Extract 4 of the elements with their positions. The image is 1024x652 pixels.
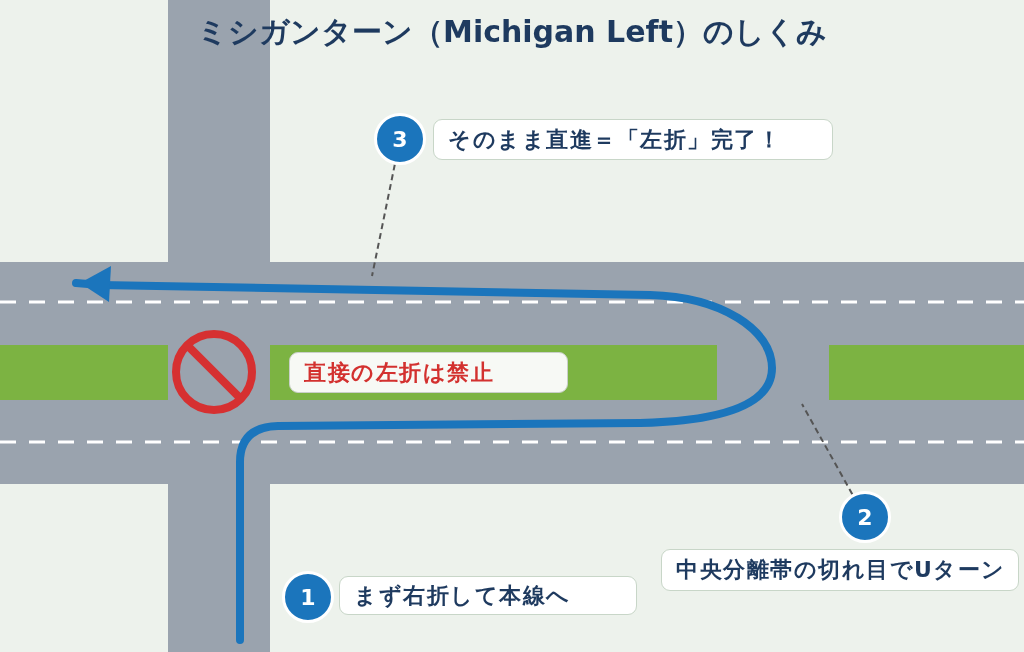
callout-box: 中央分離帯の切れ目でUターン bbox=[661, 549, 1019, 591]
title: ミシガンターン（Michigan Left）のしくみ bbox=[197, 13, 827, 51]
leader-line bbox=[801, 403, 854, 496]
callout-number: 2 bbox=[839, 491, 891, 543]
